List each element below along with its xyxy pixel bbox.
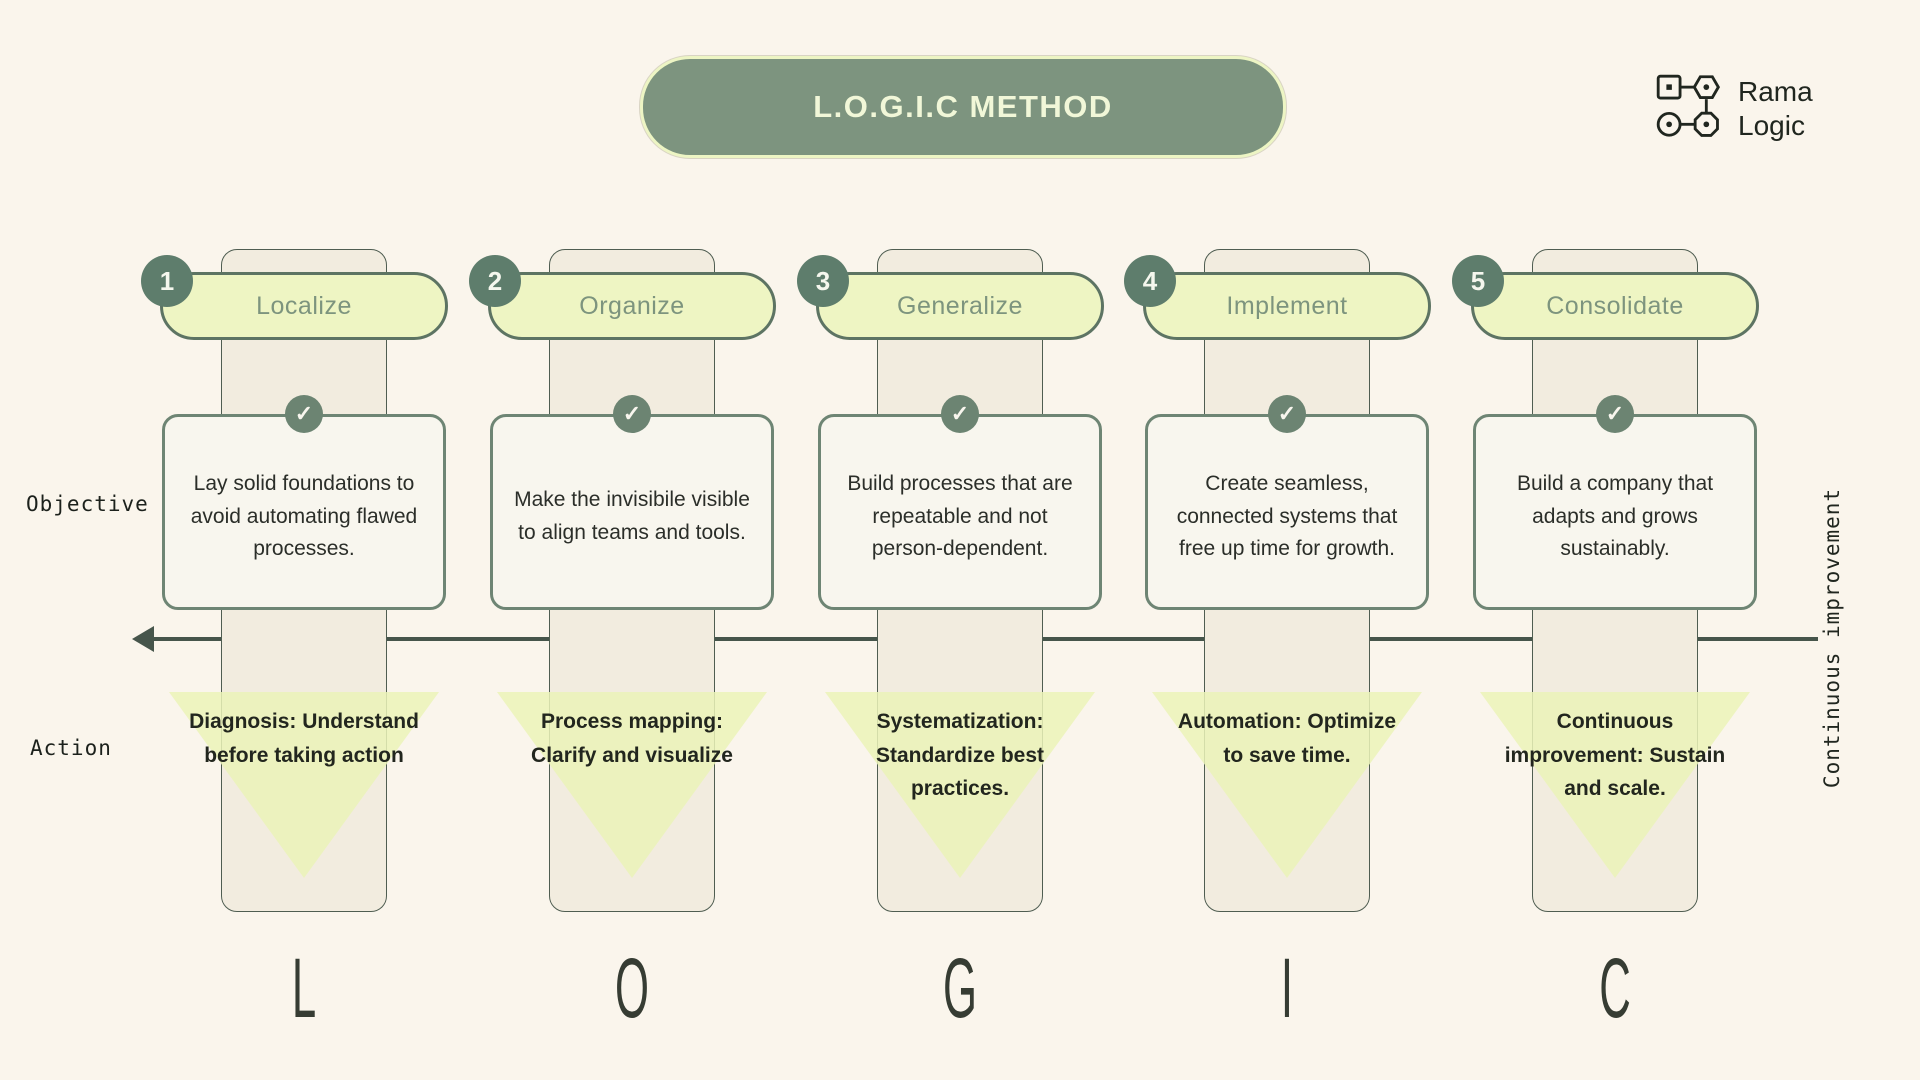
action-triangle-icon <box>497 692 767 878</box>
step-name: Localize <box>256 291 352 320</box>
brand-name: Rama Logic <box>1738 75 1813 143</box>
step-name: Generalize <box>897 291 1023 320</box>
acronym-letter-c: C <box>1599 941 1631 1035</box>
objective-card: Build processes that are repeatable and … <box>818 414 1102 610</box>
method-column-localize: Localize 1 Lay solid foundations to avoi… <box>139 249 469 914</box>
action-row-label: Action <box>30 736 112 760</box>
objective-text: Create seamless, connected systems that … <box>1176 472 1398 561</box>
action-triangle-icon <box>825 692 1095 878</box>
brand-name-line1: Rama <box>1738 76 1813 107</box>
step-number: 5 <box>1470 265 1486 296</box>
action-triangle-icon <box>1152 692 1422 878</box>
method-column-consolidate: Consolidate 5 Build a company that adapt… <box>1450 249 1780 914</box>
objective-text: Lay solid foundations to avoid automatin… <box>190 472 418 561</box>
step-number-badge: 4 <box>1124 255 1176 307</box>
action-text: Systematization: Standardize best practi… <box>875 710 1045 801</box>
step-name: Implement <box>1226 291 1348 320</box>
step-name: Organize <box>579 291 685 320</box>
action-triangle-icon <box>169 692 439 878</box>
objective-card: Lay solid foundations to avoid automatin… <box>162 414 446 610</box>
step-number: 3 <box>815 265 831 296</box>
step-number-badge: 5 <box>1452 255 1504 307</box>
objective-text: Build processes that are repeatable and … <box>847 472 1073 561</box>
method-column-organize: Organize 2 Make the invisibile visible t… <box>467 249 797 914</box>
action-text: Diagnosis: Understand before taking acti… <box>189 710 419 767</box>
objective-row-label: Objective <box>26 492 149 516</box>
action-text: Process mapping: Clarify and visualize <box>531 710 733 767</box>
objective-card: Create seamless, connected systems that … <box>1145 414 1429 610</box>
logo-shapes-icon <box>1656 74 1726 144</box>
timeline-arrowhead-icon <box>132 626 154 652</box>
acronym-letter-g: G <box>943 941 977 1035</box>
check-icon: ✓ <box>1596 395 1634 433</box>
action-triangle-icon <box>1480 692 1750 878</box>
brand-logo: Rama Logic <box>1656 74 1813 144</box>
step-title-pill: Generalize <box>816 272 1104 340</box>
action-text: Continuous improvement: Sustain and scal… <box>1504 710 1726 801</box>
action-text: Automation: Optimize to save time. <box>1177 710 1397 767</box>
continuous-improvement-label: Continuous improvement <box>1820 487 1844 789</box>
brand-name-line2: Logic <box>1738 110 1805 141</box>
step-number: 4 <box>1142 265 1158 296</box>
check-icon: ✓ <box>1268 395 1306 433</box>
check-icon: ✓ <box>285 395 323 433</box>
step-number-badge: 1 <box>141 255 193 307</box>
objective-card: Make the invisibile visible to align tea… <box>490 414 774 610</box>
objective-card: Build a company that adapts and grows su… <box>1473 414 1757 610</box>
step-title-pill: Organize <box>488 272 776 340</box>
step-title-pill: Localize <box>160 272 448 340</box>
step-number: 2 <box>487 265 503 296</box>
acronym-letter-o: O <box>615 941 649 1035</box>
step-number-badge: 2 <box>469 255 521 307</box>
method-column-implement: Implement 4 Create seamless, connected s… <box>1122 249 1452 914</box>
step-title-pill: Consolidate <box>1471 272 1759 340</box>
step-name: Consolidate <box>1546 291 1684 320</box>
title-banner: L.O.G.I.C METHOD <box>640 56 1286 158</box>
objective-text: Build a company that adapts and grows su… <box>1516 472 1714 561</box>
check-icon: ✓ <box>613 395 651 433</box>
step-title-pill: Implement <box>1143 272 1431 340</box>
step-number: 1 <box>159 265 175 296</box>
acronym-letter-l: L <box>291 941 317 1035</box>
step-number-badge: 3 <box>797 255 849 307</box>
check-icon: ✓ <box>941 395 979 433</box>
objective-text: Make the invisibile visible to align tea… <box>514 488 750 544</box>
page-title: L.O.G.I.C METHOD <box>813 89 1113 124</box>
acronym-letter-i: I <box>1280 941 1294 1035</box>
method-column-generalize: Generalize 3 Build processes that are re… <box>795 249 1125 914</box>
